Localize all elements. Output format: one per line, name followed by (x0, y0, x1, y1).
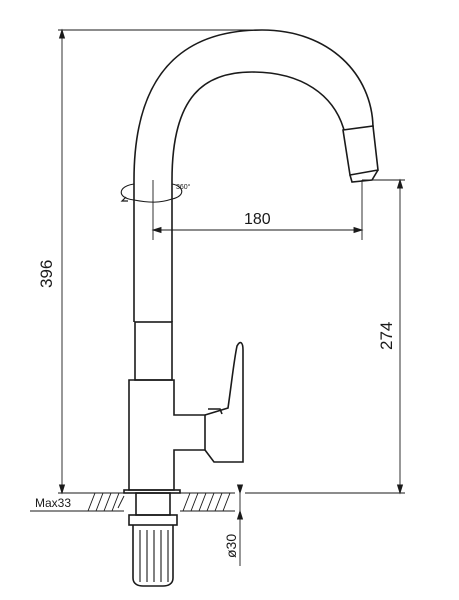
dim-spout-reach-label: 180 (244, 211, 271, 228)
dim-hole-diameter-label: ø30 (223, 534, 239, 558)
dim-total-height (58, 28, 262, 495)
countertop (85, 492, 235, 512)
faucet-body (128, 379, 206, 491)
lever-joint (208, 408, 223, 415)
spout-outer (133, 29, 374, 322)
countertop-hatch-right (182, 492, 231, 512)
rotation-label: 360° (176, 183, 191, 191)
hose-connector (132, 525, 174, 587)
mount-shank (135, 492, 171, 516)
rotation-arc (120, 183, 183, 203)
countertop-hatch-left (87, 492, 125, 512)
rotation-indicator (120, 183, 183, 203)
lever-handle (204, 341, 244, 463)
dim-spout-reach (151, 180, 364, 240)
faucet-outline (123, 29, 379, 587)
dim-hole-diameter (236, 484, 244, 566)
aerator (342, 125, 379, 176)
dim-spout-height (245, 178, 405, 495)
rotation-arrow-icon (120, 196, 128, 202)
dim-max-countertop-label: Max33 (35, 496, 71, 510)
spout-inner (171, 71, 345, 322)
dim-spout-height-label: 274 (377, 322, 396, 350)
mount-nut (128, 514, 178, 526)
connector-ribs (139, 530, 169, 582)
column-collar (134, 321, 173, 381)
dim-total-height-label: 396 (37, 260, 56, 288)
